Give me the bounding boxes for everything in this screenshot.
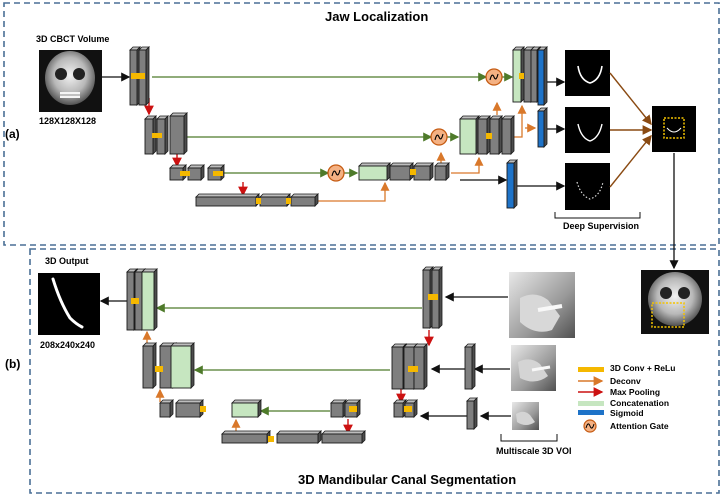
canal-block-18: [142, 342, 157, 389]
legend-swatch-concat: [578, 401, 604, 406]
voi-image-medium: [511, 345, 556, 391]
legend-label-sigmoid: Sigmoid: [610, 408, 644, 418]
voi-image-small: [512, 402, 539, 430]
output-size-label: 208x240x240: [40, 340, 96, 350]
deep-supervision-label: Deep Supervision: [563, 221, 640, 231]
canal-block-3: [464, 343, 476, 390]
section-a-label: (a): [5, 127, 20, 141]
legend-label-attention: Attention Gate: [610, 421, 669, 431]
canal-net-connections: [99, 292, 558, 442]
section-a-frame: [3, 2, 720, 246]
jaw-conv-3: [180, 171, 190, 176]
canal-conv-4: [349, 406, 357, 412]
canal-block-15: [159, 399, 174, 418]
legend-label-conv: 3D Conv + ReLu: [610, 363, 676, 373]
jaw-block-5: [169, 112, 188, 155]
canal-conv-2: [408, 366, 418, 372]
canal-conv-5: [268, 436, 274, 442]
canal-block-13: [276, 430, 322, 444]
output-canal-image: [38, 273, 100, 335]
deep-supervision-output-2: [565, 107, 610, 153]
input-cbct-image: [39, 50, 102, 112]
jaw-block-15: [434, 162, 450, 181]
jaw-conv-1: [131, 73, 145, 79]
jaw-conv-5: [256, 198, 261, 204]
jaw-block-14: [413, 162, 434, 181]
canal-conv-7: [155, 366, 163, 372]
canal-block-17: [231, 399, 262, 418]
input-volume-label: 3D CBCT Volume: [36, 34, 110, 44]
jaw-attention-gate-1: [485, 68, 503, 86]
jaw-attention-gates: [327, 68, 503, 182]
jaw-attention-gate-2: [430, 128, 448, 146]
jaw-conv-9: [519, 73, 524, 79]
legend-label-deconv: Deconv: [610, 376, 641, 386]
localized-jaw-box-image: [652, 106, 696, 152]
input-size-label: 128X128X128: [39, 116, 97, 126]
jaw-block-12: [358, 162, 391, 181]
legend-swatch-conv: [578, 367, 604, 372]
canal-block-12: [221, 430, 271, 444]
cropped-skull-image: [641, 270, 709, 334]
legend-label-maxpool: Max Pooling: [610, 387, 661, 397]
jaw-block-23: [537, 46, 548, 106]
legend-swatch-attention: [583, 419, 597, 433]
jaw-block-7: [187, 164, 205, 181]
legend-label-concat: Concatenation: [610, 398, 670, 408]
canal-block-20: [170, 342, 195, 389]
canal-conv-3: [404, 406, 412, 412]
canal-block-7: [413, 343, 428, 390]
legend: [578, 367, 604, 433]
jaw-block-19: [501, 115, 515, 155]
canal-block-4: [466, 397, 478, 430]
voi-image-large: [509, 272, 575, 338]
jaw-net-blocks: [129, 46, 548, 209]
jaw-block-9: [195, 193, 260, 207]
jaw-block-13: [389, 162, 414, 181]
canal-conv-6: [200, 406, 206, 412]
deep-supervision-output-1: [565, 50, 610, 96]
jaw-block-25: [506, 159, 518, 209]
jaw-conv-7: [410, 169, 416, 175]
canal-conv-8: [131, 298, 139, 304]
section-b-title: 3D Mandibular Canal Segmentation: [298, 472, 517, 487]
canal-block-14: [321, 430, 366, 444]
jaw-attention-gate-3: [327, 164, 345, 182]
section-a-title: Jaw Localization: [325, 9, 429, 24]
jaw-block-24: [537, 107, 548, 148]
jaw-block-11: [290, 193, 319, 207]
multiscale-voi-label: Multiscale 3D VOI: [496, 446, 572, 456]
legend-swatch-sigmoid: [578, 410, 604, 415]
section-b-label: (b): [5, 357, 21, 371]
jaw-conv-2: [152, 133, 162, 138]
jaw-conv-6: [286, 198, 291, 204]
jaw-block-10: [259, 193, 291, 207]
canal-block-23: [141, 268, 158, 331]
canal-block-8: [330, 399, 347, 418]
jaw-block-6: [169, 164, 187, 181]
jaw-block-16: [459, 115, 480, 155]
jaw-net-connections: [102, 72, 679, 270]
section-b-frame: [29, 248, 720, 494]
output-title-label: 3D Output: [45, 256, 89, 266]
deep-supervision-output-3: [565, 163, 610, 210]
canal-block-16: [175, 399, 204, 418]
canal-conv-1: [428, 294, 438, 300]
jaw-conv-8: [486, 133, 492, 139]
canal-net-blocks: [126, 266, 478, 444]
jaw-conv-4: [213, 171, 223, 176]
